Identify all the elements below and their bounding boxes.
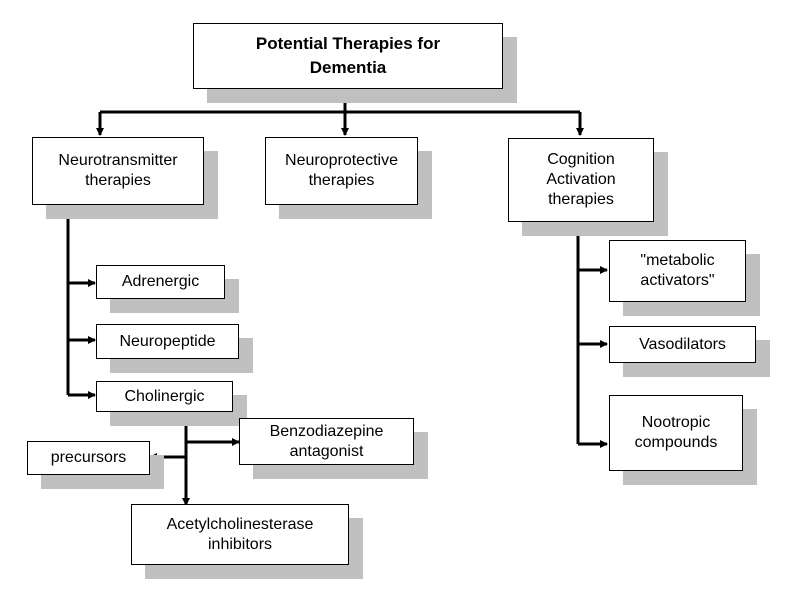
node-adrenergic: Adrenergic xyxy=(96,265,225,299)
node-nootropic: Nootropic compounds xyxy=(609,395,743,471)
node-neuroprotective: Neuroprotective therapies xyxy=(265,137,418,205)
node-vasodilators: Vasodilators xyxy=(609,326,756,363)
node-root: Potential Therapies for Dementia xyxy=(193,23,503,89)
node-benzodiazepine: Benzodiazepine antagonist xyxy=(239,418,414,465)
node-neurotransmitter: Neurotransmitter therapies xyxy=(32,137,204,205)
node-neuropeptide: Neuropeptide xyxy=(96,324,239,359)
node-cognition: Cognition Activation therapies xyxy=(508,138,654,222)
node-acetylcholinesterase: Acetylcholinesterase inhibitors xyxy=(131,504,349,565)
node-metabolic: "metabolic activators" xyxy=(609,240,746,302)
node-precursors: precursors xyxy=(27,441,150,475)
node-cholinergic: Cholinergic xyxy=(96,381,233,412)
